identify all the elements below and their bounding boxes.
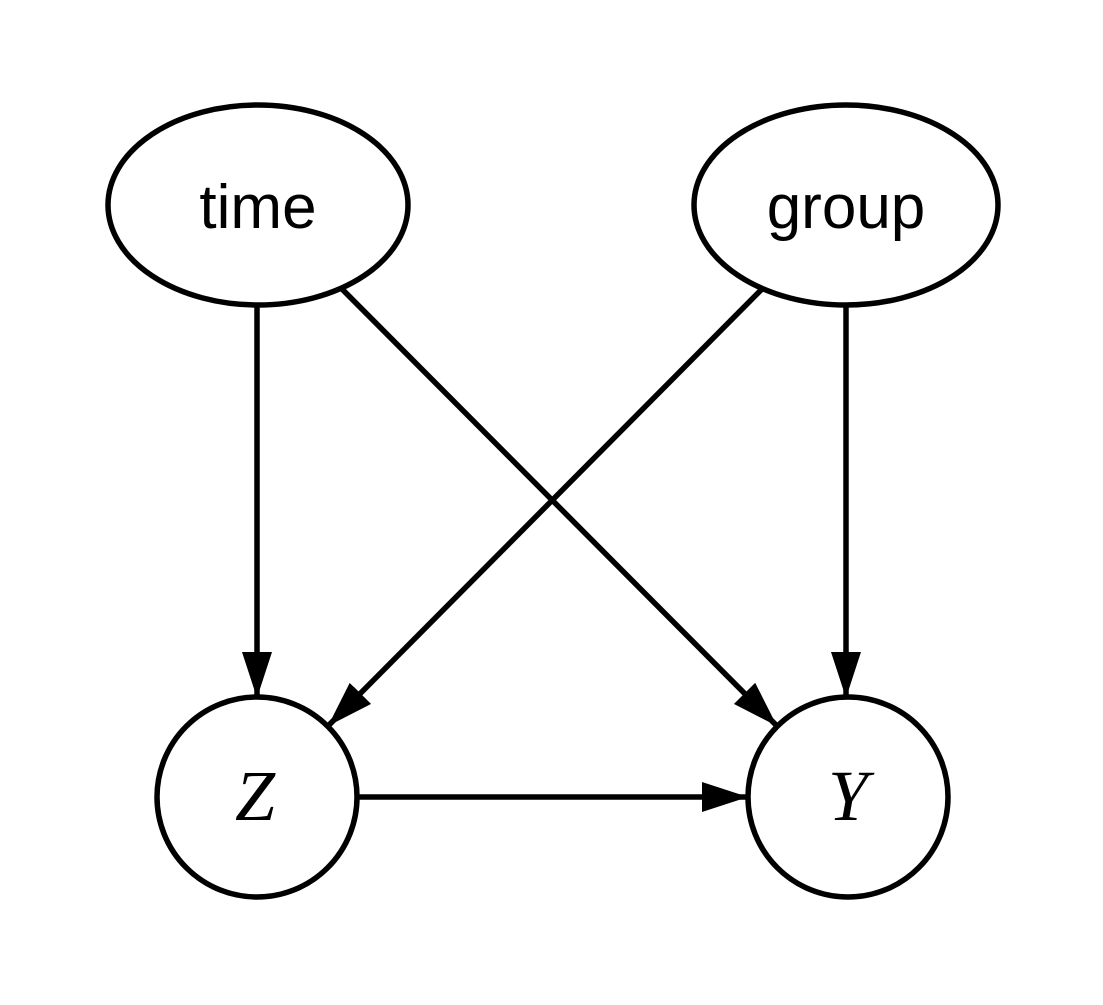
node-y-label: Y bbox=[828, 756, 875, 836]
edge-time-to-y bbox=[339, 286, 779, 728]
node-z-label: Z bbox=[235, 756, 276, 836]
node-y-shape bbox=[745, 694, 951, 900]
node-time: time bbox=[105, 102, 411, 308]
node-group-label: group bbox=[767, 173, 926, 242]
node-y: Y bbox=[745, 694, 951, 900]
node-group-shape bbox=[691, 102, 1001, 308]
edge-group-to-z bbox=[326, 286, 765, 728]
node-time-shape bbox=[105, 102, 411, 308]
node-z-shape bbox=[154, 694, 360, 900]
edges bbox=[242, 286, 861, 812]
node-time-label: time bbox=[199, 173, 316, 242]
node-z: Z bbox=[154, 694, 360, 900]
node-group: group bbox=[691, 102, 1001, 308]
